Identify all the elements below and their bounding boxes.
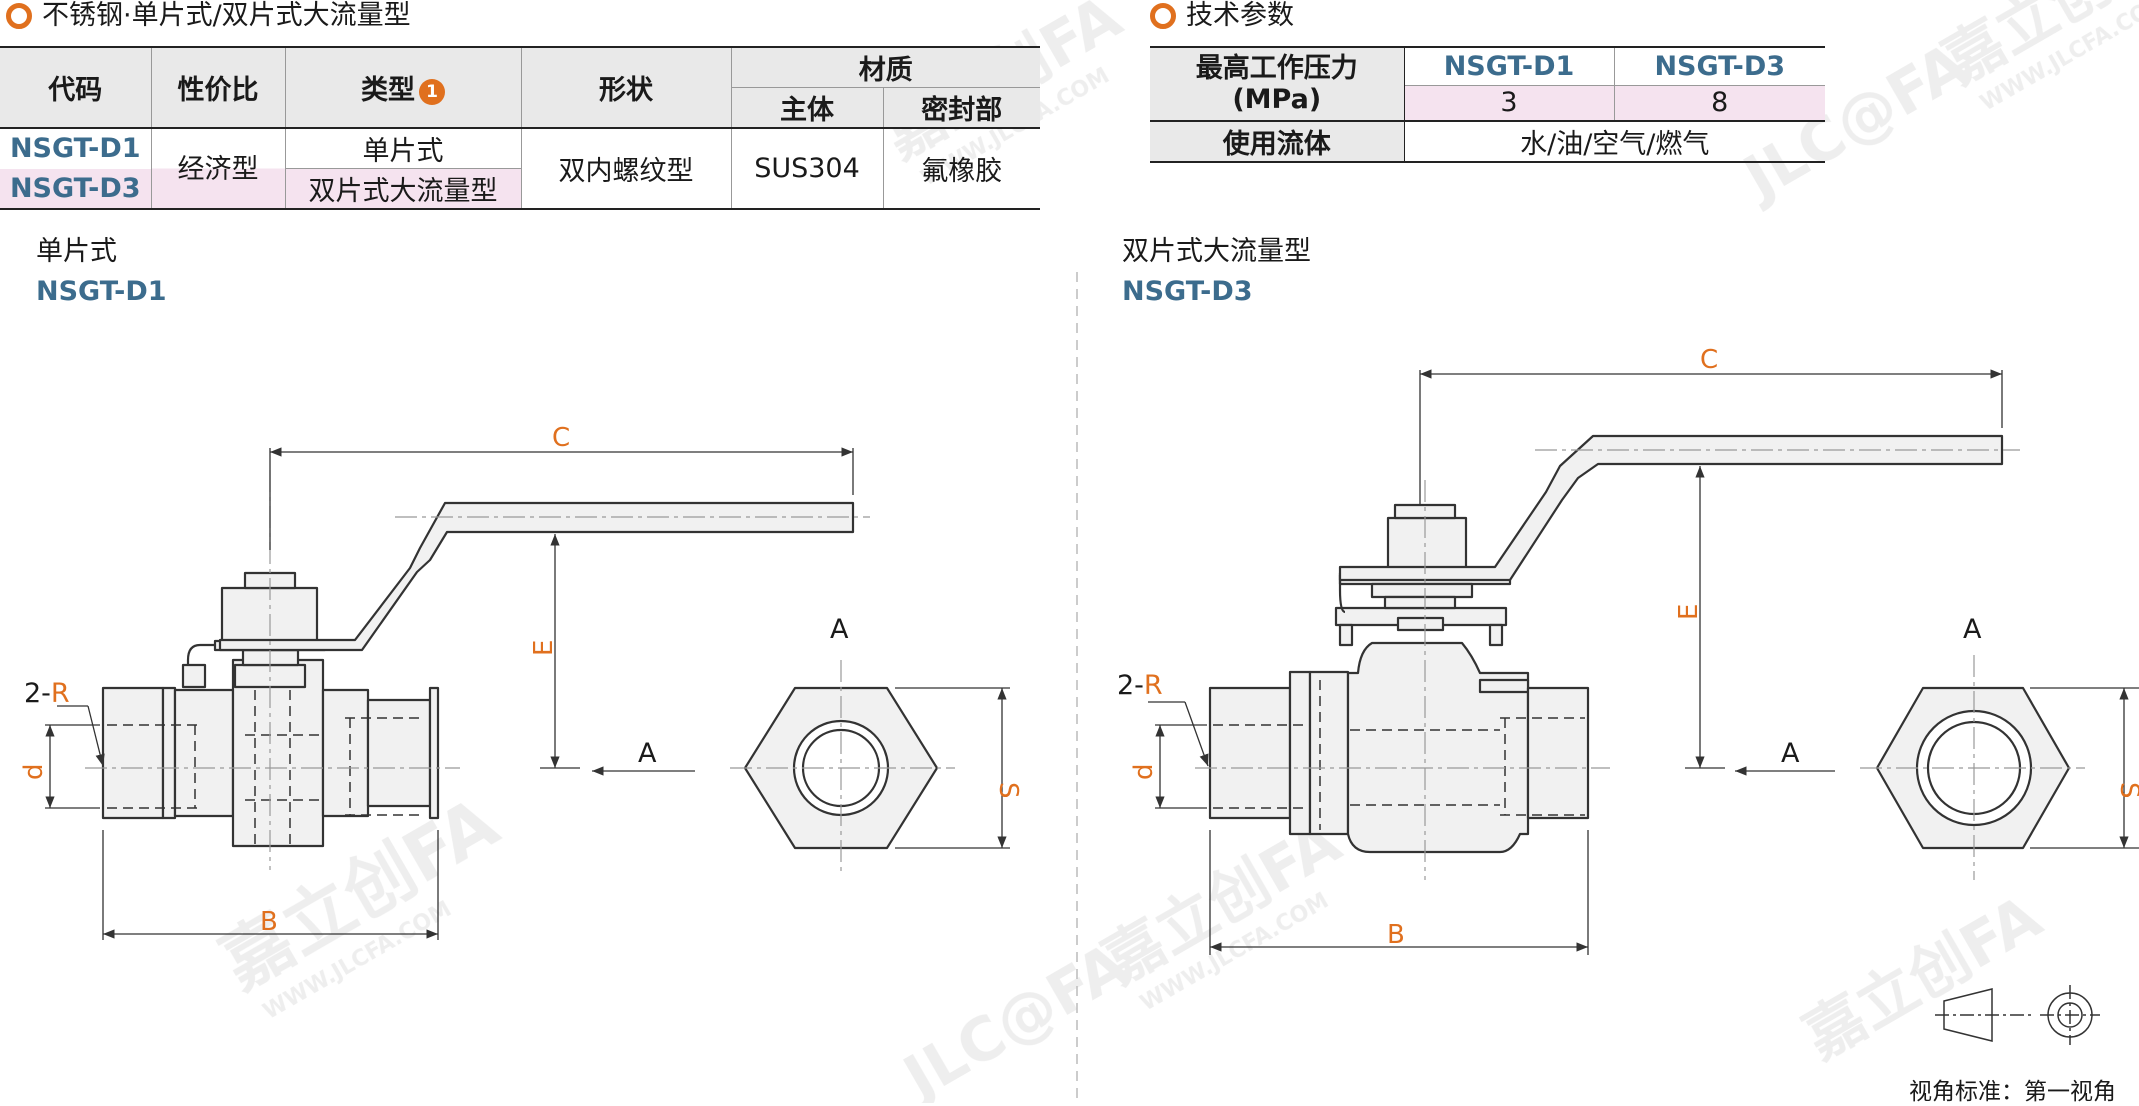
dim-label-b: B [1387,920,1405,950]
hidden-lines-right [1213,680,1585,830]
row-code: NSGT-D1 [0,128,152,169]
shape-cell: 双内螺纹型 [521,128,732,209]
drawing-right-title: 双片式大流量型 [1122,236,1311,267]
circle-bullet-icon [6,3,32,29]
dim-label-s: S [993,782,1023,799]
view-label: A [830,614,849,645]
cost-cell: 经济型 [151,128,286,209]
note-badge: 1 [419,78,445,105]
pressure-value: 3 [1404,85,1615,121]
fluid-value: 水/油/空气/燃气 [1520,129,1710,160]
drawing-left-title: 单片式 [36,236,117,267]
view-label: A [1963,614,1982,645]
projection-note: 视角标准：第一视角 [1909,1079,2116,1105]
left-section-title: 不锈钢·单片式/双片式大流量型 [6,0,411,32]
drawing-right-code: NSGT-D3 [1122,276,1253,307]
row-code: NSGT-D3 [0,168,152,209]
dim-label-e: E [1674,604,1704,620]
dim-label-d: d [19,763,49,780]
header-code: 代码 [0,47,152,128]
valve-left-body [101,648,440,848]
seal-cell: 氟橡胶 [921,156,1003,187]
dim-label-e: E [529,640,559,656]
drawing-left-code: NSGT-D1 [36,276,167,307]
thread-label: 2-R [1117,670,1163,701]
col-code: NSGT-D3 [1614,47,1825,86]
dim-label-s: S [2114,782,2139,799]
dim-label-c: C [552,423,570,453]
dim-label-d: d [1129,763,1159,780]
pressure-label: 最高工作压力 (MPa) [1150,47,1405,121]
body-cell: SUS304 [731,128,884,209]
header-seal: 密封部 [883,87,1040,128]
projection-symbol-icon [1935,985,2100,1045]
row-type: 双片式大流量型 [285,168,522,209]
header-body: 主体 [731,87,884,128]
circle-bullet-icon [1150,3,1176,29]
view-label: A [638,738,657,769]
row-type: 单片式 [285,128,522,169]
fluid-label: 使用流体 [1150,121,1405,162]
pressure-value: 8 [1614,85,1825,121]
valve-right-body [1208,641,1590,854]
hidden-lines-left [107,690,420,845]
dim-label-c: C [1700,345,1718,375]
header-cost: 性价比 [151,47,286,128]
col-code: NSGT-D1 [1404,47,1615,86]
right-section-title: 技术参数 [1150,0,1294,32]
view-label: A [1781,738,1800,769]
dimension-lines-right [1148,369,2139,955]
header-material: 材质 [731,47,1040,88]
dimension-lines-left [45,447,1010,940]
tech-table: 最高工作压力 (MPa) NSGT-D1 NSGT-D3 3 8 使用流体 水/… [1150,46,1825,163]
dim-label-b: B [260,907,278,937]
header-shape: 形状 [521,47,732,128]
thread-label: 2-R [24,678,70,709]
valve-left-handle [218,501,855,652]
